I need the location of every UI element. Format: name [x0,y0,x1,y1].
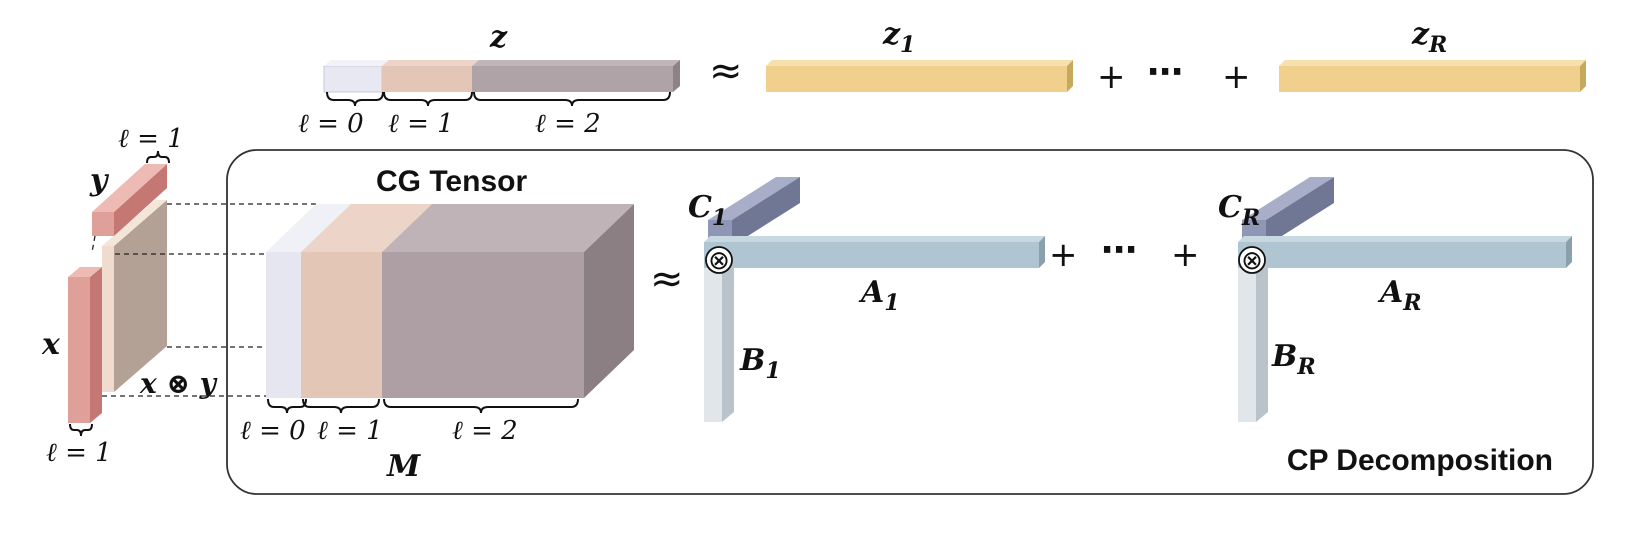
top-plus-1: + [1097,57,1126,97]
cube-l2-label: ℓ = 2 [452,416,518,446]
cR-label: CR [1218,190,1260,231]
brace-cube-l0 [267,398,307,414]
brace-y-l1 [146,150,170,164]
z1-label: z1 [882,17,915,58]
cp-term-1 [704,177,1045,422]
y-vector [92,164,167,236]
brace-top-l0 [326,91,384,107]
zR-label: zR [1411,17,1447,58]
guide-line-2 [91,235,96,253]
top-dots: ⋯ [1147,52,1183,93]
z-vector [323,60,680,93]
bR-label: BR [1271,339,1316,380]
x-vector [68,267,102,423]
top-l1-label: ℓ = 1 [388,109,454,139]
cp-decomposition-title: CP Decomposition [1287,444,1553,477]
y-l1-label: ℓ = 1 [118,124,184,154]
cg-tensor-cube [266,204,634,398]
y-label: y [89,163,110,198]
brace-top-l2 [473,91,671,107]
top-plus-2: + [1222,57,1251,97]
cp-term-R [1238,177,1572,422]
c1-label: C1 [688,190,727,231]
brace-top-l1 [383,91,473,107]
cp-plus-2: + [1171,235,1200,275]
otimes-glyph-1: ⊗ [708,246,730,276]
a1-label: A1 [858,275,900,316]
top-l0-label: ℓ = 0 [298,109,364,139]
m-label: M [386,449,421,484]
x-label: x [41,327,61,362]
cp-dots: ⋯ [1101,230,1137,271]
box-approx-sign: ≈ [650,256,684,302]
otimes-symbol-R [1238,246,1266,274]
top-approx-sign: ≈ [709,48,743,94]
b1-label: B1 [739,343,781,384]
brace-cube-l1 [302,398,380,414]
top-l2-label: ℓ = 2 [535,109,601,139]
cube-l0-label: ℓ = 0 [240,416,306,446]
cg-tensor-panel [226,149,1594,495]
zR-bar [1279,60,1586,92]
cube-l1-label: ℓ = 1 [317,416,383,446]
x-l1-label: ℓ = 1 [46,438,112,468]
outer-product-slab [102,200,167,392]
otimes-symbol-1 [705,246,733,274]
cg-tensor-title: CG Tensor [376,165,527,198]
x-otimes-y-label: x ⊗ y [139,367,218,400]
cp-plus-1: + [1049,235,1078,275]
brace-cube-l2 [383,398,579,414]
brace-x-l1 [69,423,93,437]
z-label: z [489,20,508,55]
z1-bar [766,60,1073,92]
otimes-glyph-R: ⊗ [1241,246,1263,276]
aR-label: AR [1377,275,1422,316]
